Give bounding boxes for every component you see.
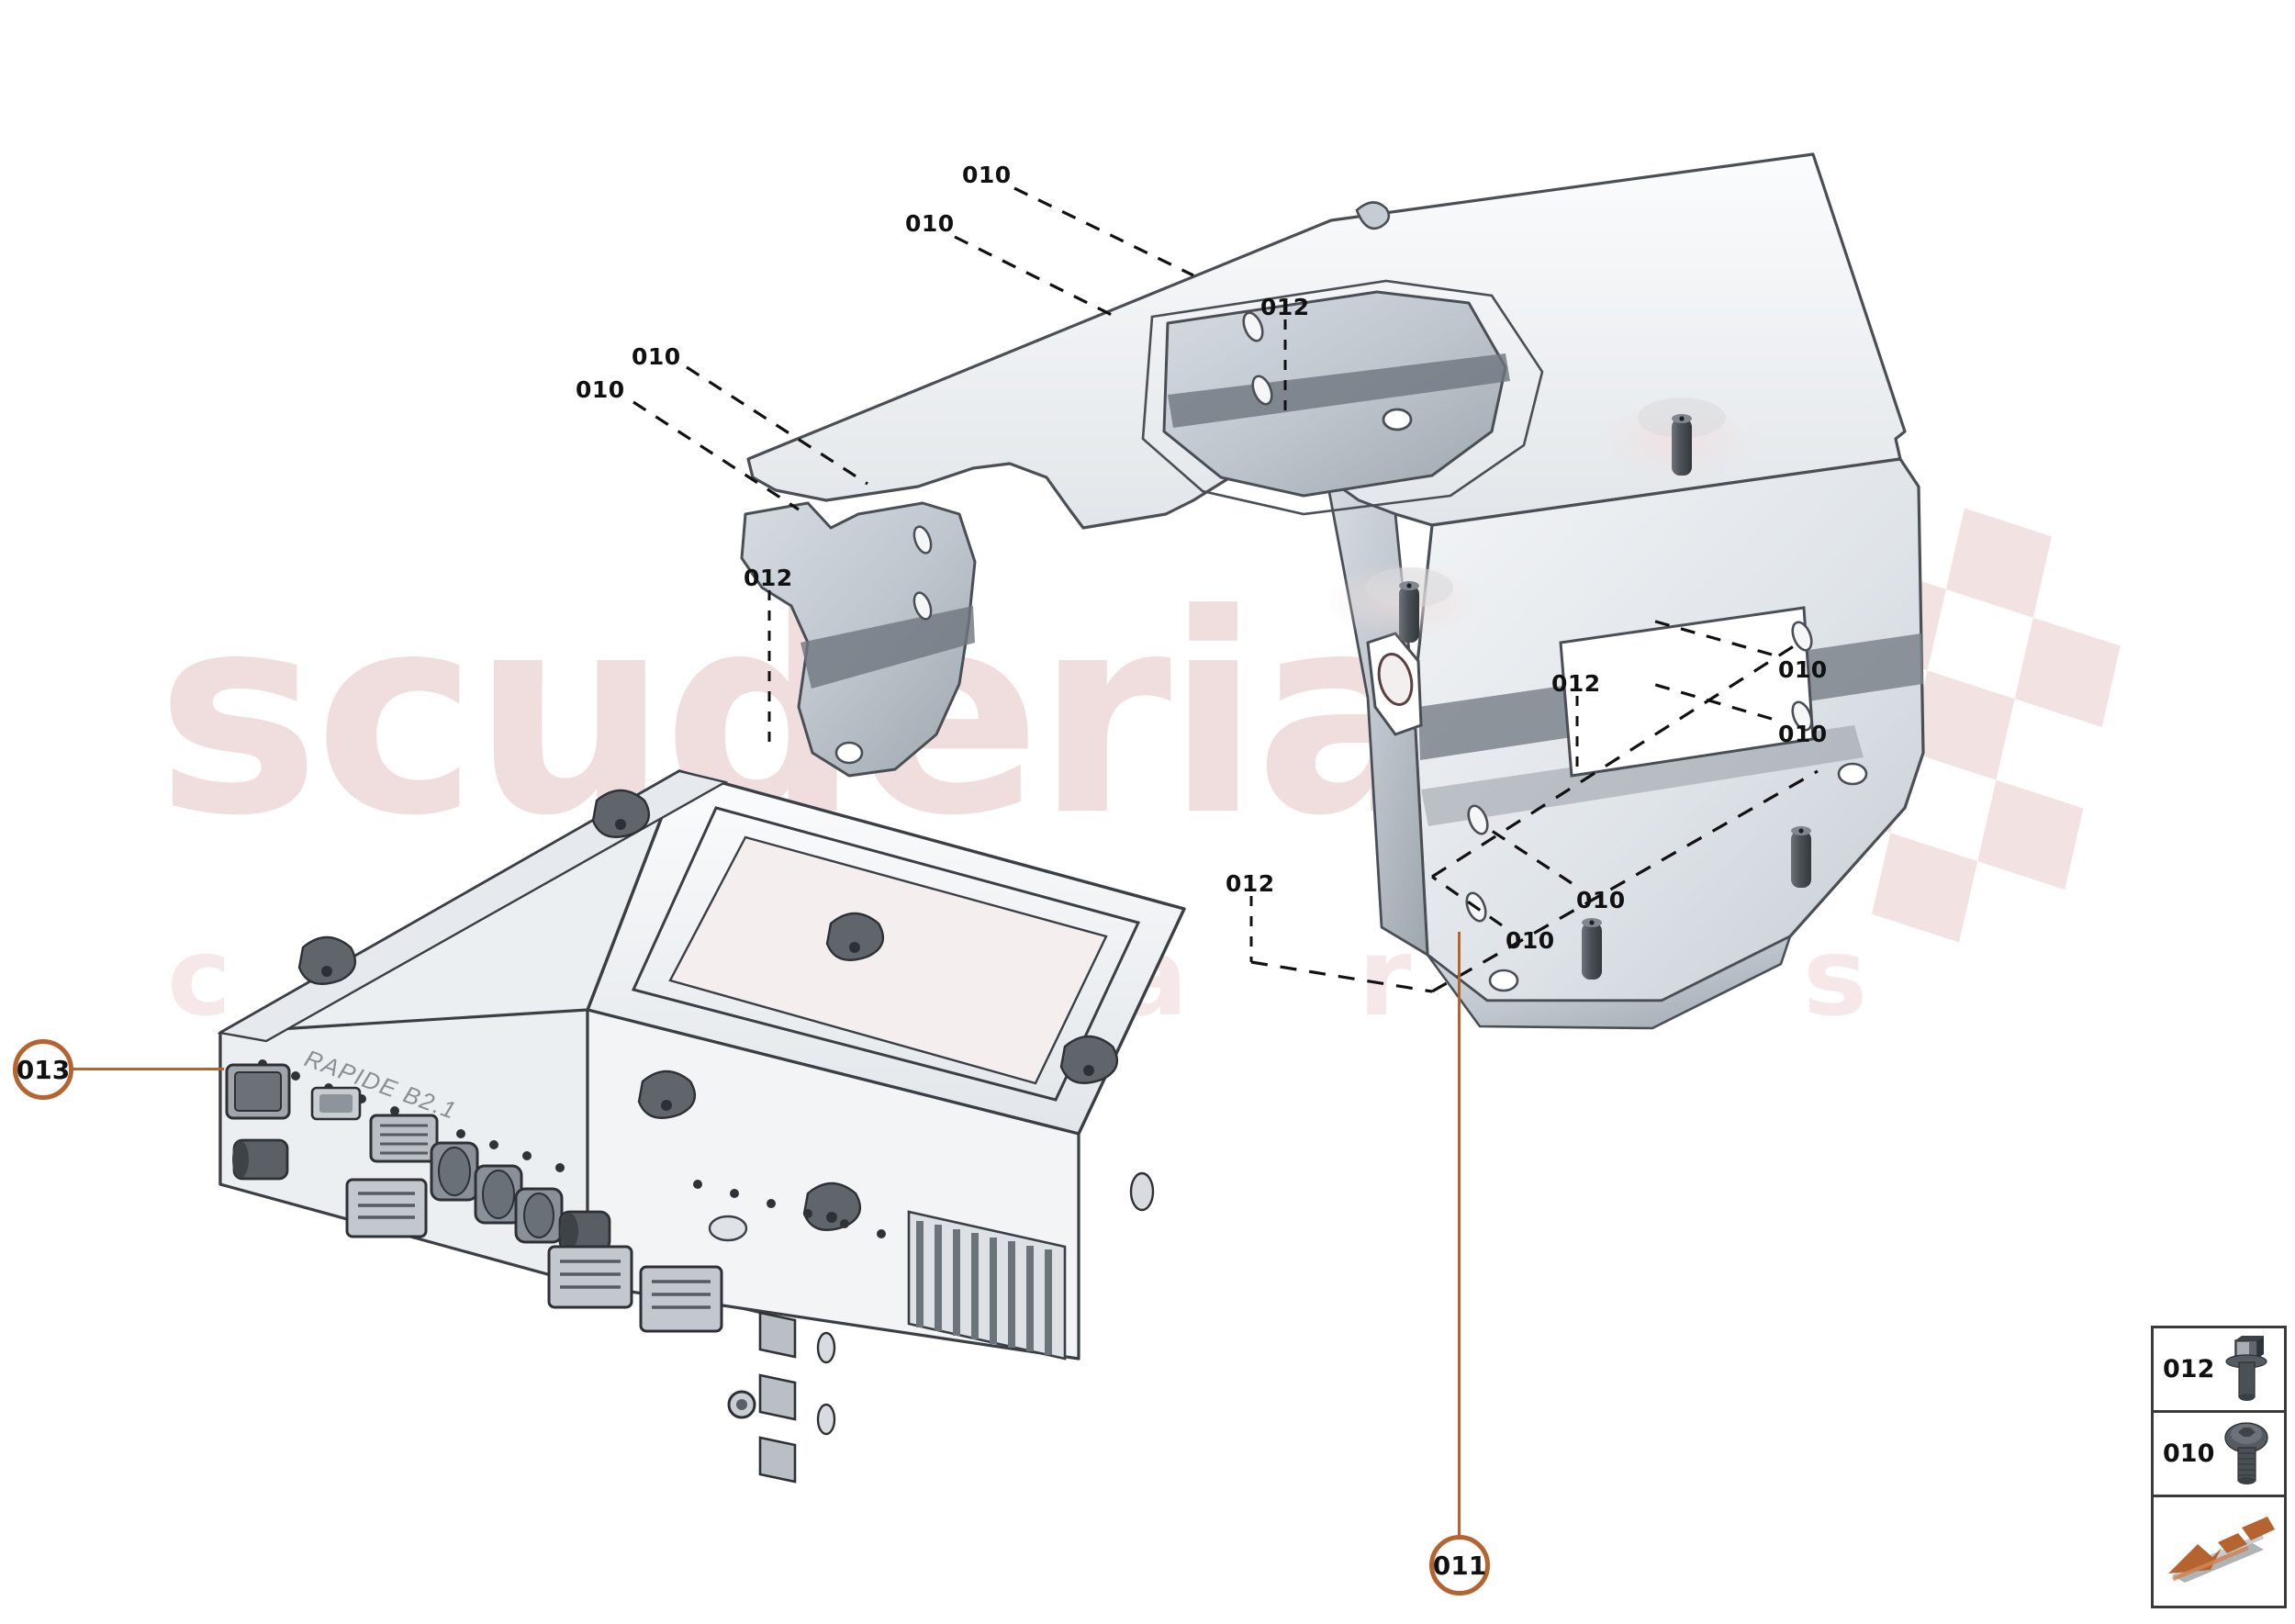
connector-port (547, 1245, 633, 1309)
legend-row-010: 010 (2154, 1413, 2284, 1497)
connector-port (639, 1265, 723, 1333)
connector-port (558, 1210, 611, 1252)
callout-tag-010: 010 (1576, 887, 1626, 913)
callout-tag-012: 012 (1226, 870, 1275, 897)
stud-pin (1365, 567, 1453, 643)
connector-port (474, 1164, 523, 1225)
mounting-ear (758, 1311, 797, 1484)
callout-bubble-011[interactable]: 011 (1429, 1535, 1490, 1596)
connector-port (514, 1187, 564, 1244)
callout-tag-010: 010 (632, 343, 681, 370)
mounting-bracket-011 (740, 152, 1925, 1030)
isolator-mount (825, 912, 885, 961)
leader-ticks-012 (767, 319, 1579, 962)
callout-tag-010: 010 (905, 210, 955, 237)
callout-tag-010: 010 (962, 162, 1012, 188)
legend-code-012: 012 (2163, 1355, 2215, 1383)
callout-tag-010: 010 (1506, 927, 1555, 954)
stud-pin (1791, 826, 1811, 888)
amplifier-unit-013: RAPIDE B2.1 (217, 769, 1186, 1484)
fastener-legend: 012 010 (2151, 1326, 2287, 1608)
isolator-mount (637, 1070, 697, 1119)
leader-lines (633, 186, 1773, 927)
stud-pin (1638, 398, 1726, 476)
callout-tag-010: 010 (1778, 656, 1828, 683)
callout-bubble-013[interactable]: 013 (13, 1039, 73, 1100)
callout-tag-012: 012 (744, 565, 793, 591)
connector-port (310, 1086, 362, 1121)
callout-tag-010: 010 (576, 376, 625, 403)
connector-port (225, 1063, 291, 1120)
callout-tag-010: 010 (1778, 721, 1828, 747)
connector-port (345, 1178, 428, 1238)
isolator-mount (802, 1182, 862, 1231)
legend-row-012: 012 (2154, 1328, 2284, 1413)
arrow-flag-icon (2168, 1517, 2275, 1583)
callout-tag-012: 012 (1260, 294, 1310, 320)
isolator-mount (297, 935, 357, 985)
callout-leader-013 (73, 1068, 224, 1070)
isolator-mount (1059, 1035, 1119, 1084)
flange-bolt-icon (2225, 1335, 2267, 1401)
heatsink-fins (907, 1210, 1067, 1361)
isolator-mount (591, 789, 651, 838)
connector-port (232, 1138, 289, 1181)
legend-row-direction (2154, 1497, 2284, 1606)
button-head-screw-icon (2224, 1421, 2268, 1484)
stud-pin (1582, 918, 1602, 980)
callout-tag-012: 012 (1551, 670, 1601, 697)
connector-port (369, 1114, 439, 1163)
connector-port (430, 1141, 479, 1202)
callout-leader-011 (1458, 932, 1461, 1536)
legend-code-010: 010 (2163, 1439, 2215, 1468)
hidden-edge-lines (1250, 641, 1819, 993)
